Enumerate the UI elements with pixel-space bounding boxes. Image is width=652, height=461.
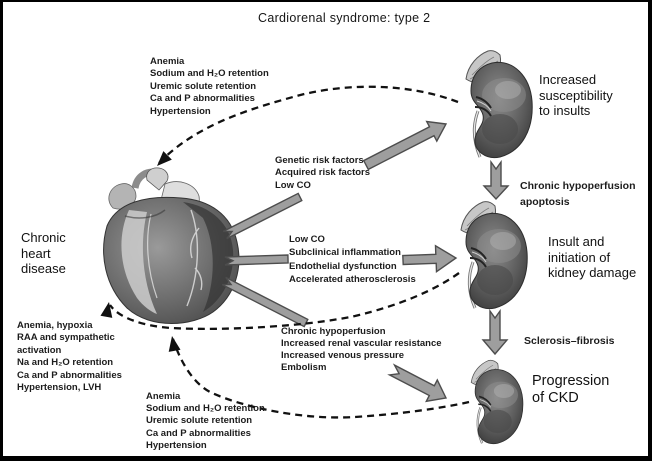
feedback-curve-bottom — [171, 338, 470, 419]
feedback-arrowhead-bottom — [168, 336, 181, 352]
dashed-arrowheads — [100, 151, 181, 352]
genetic-risk-block: Genetic risk factors Acquired risk facto… — [275, 155, 371, 191]
arrow-heart-to-top-kidney-tail — [222, 192, 303, 240]
diagram-canvas — [100, 49, 534, 445]
feedback-factors-top-block: Anemia Sodium and H₂O retention Uremic s… — [150, 56, 269, 117]
arrow-heart-to-mid-kidney-tail — [224, 254, 289, 266]
dashed-feedback-curves — [109, 85, 470, 419]
kidney-bottom-illustration — [470, 359, 525, 445]
arrow-heart-to-mid-kidney-head — [402, 244, 458, 274]
feedback-factors-bottom-block: Anemia Sodium and H₂O retention Uremic s… — [146, 391, 265, 451]
heart-illustration — [103, 167, 240, 324]
increased-susceptibility-label: Increased susceptibility to insults — [539, 72, 613, 118]
chronic-heart-disease-label: Chronic heart disease — [21, 230, 66, 276]
arrow-heart-to-bottom-kidney-head — [387, 363, 448, 403]
insult-initiation-label: Insult and initiation of kidney damage — [548, 234, 637, 280]
hypoperfusion-block: Chronic hypoperfusion Increased renal va… — [281, 326, 442, 373]
arrow-mid-to-bottom-kidney — [481, 308, 509, 356]
solid-arrows — [221, 120, 510, 403]
arrow-heart-to-top-kidney-head — [362, 120, 448, 171]
progression-ckd-label: Progression of CKD — [532, 373, 610, 406]
sclerosis-fibrosis-label: Sclerosis–fibrosis — [524, 335, 615, 347]
kidney-top-illustration — [464, 49, 534, 160]
kidney-middle-illustration — [459, 200, 529, 311]
arrow-top-to-mid-kidney — [482, 159, 510, 201]
diagram-title: Cardiorenal syndrome: type 2 — [258, 11, 431, 25]
feedback-arrowhead-middle — [100, 302, 113, 318]
feedback-curve-top — [158, 85, 459, 164]
feedback-arrowhead-top — [157, 151, 172, 166]
arrow-heart-to-bottom-kidney-tail — [221, 276, 309, 328]
low-co-block: Low CO Subclinical inflammation Endothel… — [289, 234, 416, 286]
feedback-factors-left-block: Anemia, hypoxia RAA and sympathetic acti… — [17, 320, 122, 394]
apoptosis-label: Chronic hypoperfusion apoptosis — [520, 180, 636, 208]
feedback-curve-middle — [109, 272, 460, 331]
